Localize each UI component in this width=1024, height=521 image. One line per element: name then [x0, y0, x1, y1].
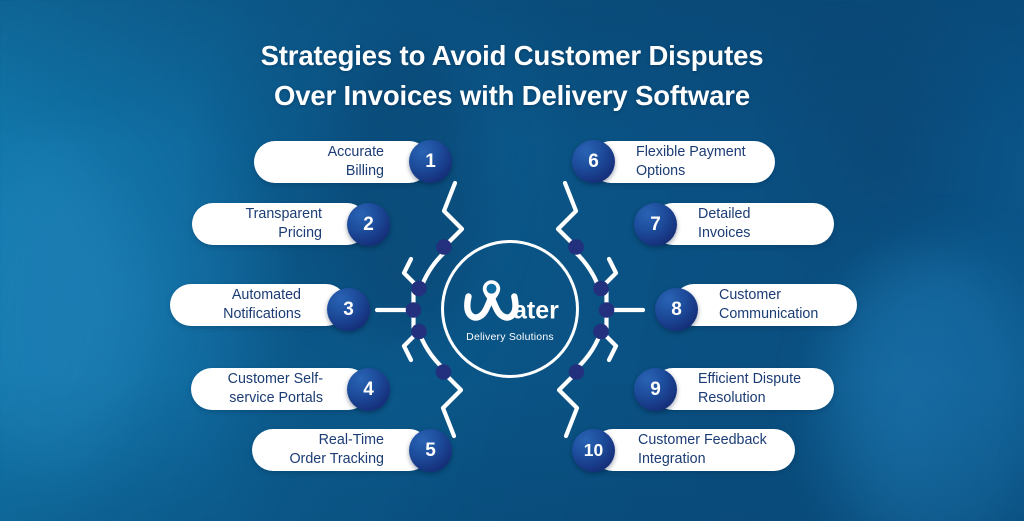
strategy-badge-7[interactable]: 7 [634, 203, 677, 246]
strategy-badge-1[interactable]: 1 [409, 140, 452, 183]
connector-10 [556, 369, 580, 439]
connector-node-dots [405, 239, 615, 380]
strategy-number-9: 9 [650, 378, 661, 400]
strategy-badge-3[interactable]: 3 [327, 288, 370, 331]
strategy-badge-5[interactable]: 5 [409, 429, 452, 472]
node-dot-1 [436, 239, 452, 255]
node-dot-10 [568, 364, 585, 380]
strategy-number-8: 8 [671, 298, 682, 320]
page-title: Strategies to Avoid Customer Disputes Ov… [0, 36, 1024, 117]
logo-brand-suffix: ater [513, 296, 559, 324]
node-dot-4 [411, 323, 427, 340]
strategy-number-3: 3 [343, 298, 354, 320]
center-hub: ater Delivery Solutions [441, 240, 579, 378]
strategy-badge-9[interactable]: 9 [634, 368, 677, 411]
connector-5 [440, 369, 464, 439]
node-dot-2 [411, 280, 427, 297]
connector-1 [441, 180, 465, 250]
page-title-line-1: Strategies to Avoid Customer Disputes [260, 40, 764, 71]
logo-w-glyph [464, 292, 519, 321]
location-pin-icon [482, 279, 501, 303]
connector-6 [555, 180, 579, 250]
logo-tagline: Delivery Solutions [466, 330, 554, 343]
strategy-number-1: 1 [425, 150, 436, 172]
node-dot-7 [593, 280, 609, 297]
strategy-badge-4[interactable]: 4 [347, 368, 390, 411]
node-dot-8 [598, 302, 615, 318]
strategy-badge-2[interactable]: 2 [347, 203, 390, 246]
strategy-number-10: 10 [583, 440, 604, 460]
strategy-number-4: 4 [363, 378, 374, 400]
water-delivery-solutions-logo: ater [451, 278, 569, 330]
strategy-badge-10[interactable]: 10 [572, 429, 615, 472]
strategy-badge-8[interactable]: 8 [655, 288, 698, 331]
strategy-item-4[interactable]: Customer Self-service Portals [191, 368, 369, 410]
node-dot-9 [593, 323, 609, 340]
background-highlight-left [0, 150, 140, 480]
strategy-label-4: Customer Self-service Portals [227, 371, 323, 406]
strategy-number-7: 7 [650, 213, 661, 235]
background-highlight-right [830, 250, 1024, 521]
node-dot-6 [568, 239, 584, 255]
page-title-line-2: Over Invoices with Delivery Software [273, 80, 751, 112]
node-dot-3 [405, 302, 422, 318]
strategy-number-2: 2 [363, 213, 374, 235]
node-dot-5 [435, 364, 452, 380]
strategy-number-5: 5 [425, 439, 436, 461]
strategy-badge-6[interactable]: 6 [572, 140, 615, 183]
logo-svg: ater [464, 279, 559, 324]
strategy-number-6: 6 [588, 150, 599, 172]
